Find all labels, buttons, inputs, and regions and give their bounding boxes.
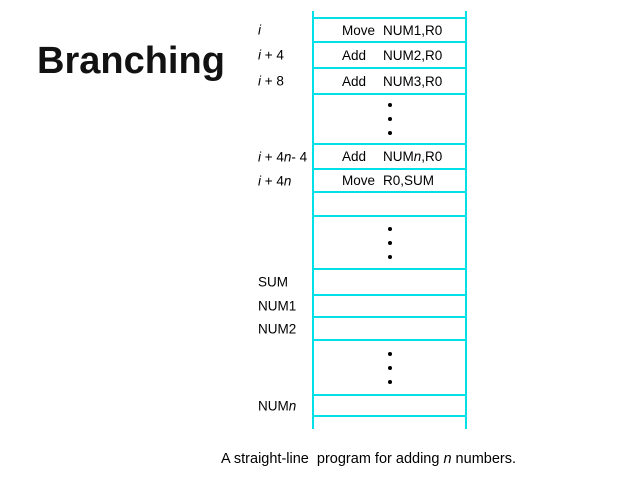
instruction-mnemonic: Add: [342, 47, 367, 63]
dot: [387, 379, 392, 384]
memory-row: NUM2: [258, 318, 465, 341]
instruction-mnemonic: Add: [342, 149, 367, 164]
empty-memory-row: [314, 193, 465, 217]
instruction-operand: NUM3,R0: [383, 73, 443, 89]
ellipsis-row: [314, 95, 465, 145]
address-label: SUM: [258, 274, 288, 290]
dot: [387, 365, 392, 370]
instruction-operand: NUM1,R0: [383, 22, 443, 38]
memory-row: i + 4 Add NUM2,R0: [258, 43, 465, 69]
dot: [387, 226, 392, 231]
memory-row: i Move NUM1,R0: [258, 17, 465, 43]
address-label: NUM1: [258, 298, 297, 314]
instruction-mnemonic: Move: [342, 22, 376, 38]
address-label: NUMn: [258, 398, 297, 413]
dot: [387, 240, 392, 245]
instruction-mnemonic: Add: [342, 73, 367, 89]
memory-row: NUMn: [258, 396, 465, 417]
address-label: i + 4: [258, 47, 284, 63]
dot: [387, 103, 392, 107]
memory-row: i + 4n- 4 Add NUMn,R0: [258, 145, 465, 170]
address-label: i + 8: [258, 73, 284, 89]
figure-caption: A straight-line program for adding n num…: [221, 451, 517, 467]
dot: [387, 254, 392, 259]
address-label: i: [258, 22, 261, 38]
memory-diagram: i Move NUM1,R0 i + 4 Add NUM2,R0 i + 8 A…: [258, 11, 467, 429]
memory-row: SUM: [258, 270, 465, 296]
memory-row: NUM1: [258, 296, 465, 318]
instruction-operand: NUMn,R0: [383, 149, 443, 164]
ellipsis-row: [314, 217, 465, 270]
dot: [387, 117, 392, 121]
instruction-operand: NUM2,R0: [383, 47, 443, 63]
memory-extent-stub-bottom: [314, 417, 465, 429]
address-label: i + 4n: [258, 173, 292, 188]
instruction-operand: R0,SUM: [383, 173, 435, 188]
address-label: NUM2: [258, 321, 297, 336]
memory-row: i + 4n Move R0,SUM: [258, 170, 465, 193]
memory-row: i + 8 Add NUM3,R0: [258, 69, 465, 95]
instruction-mnemonic: Move: [342, 173, 376, 188]
ellipsis-row: [314, 341, 465, 396]
page-title: Branching: [37, 40, 225, 82]
address-label: i + 4n- 4: [258, 149, 308, 164]
dot: [387, 351, 392, 356]
dot: [387, 131, 392, 135]
